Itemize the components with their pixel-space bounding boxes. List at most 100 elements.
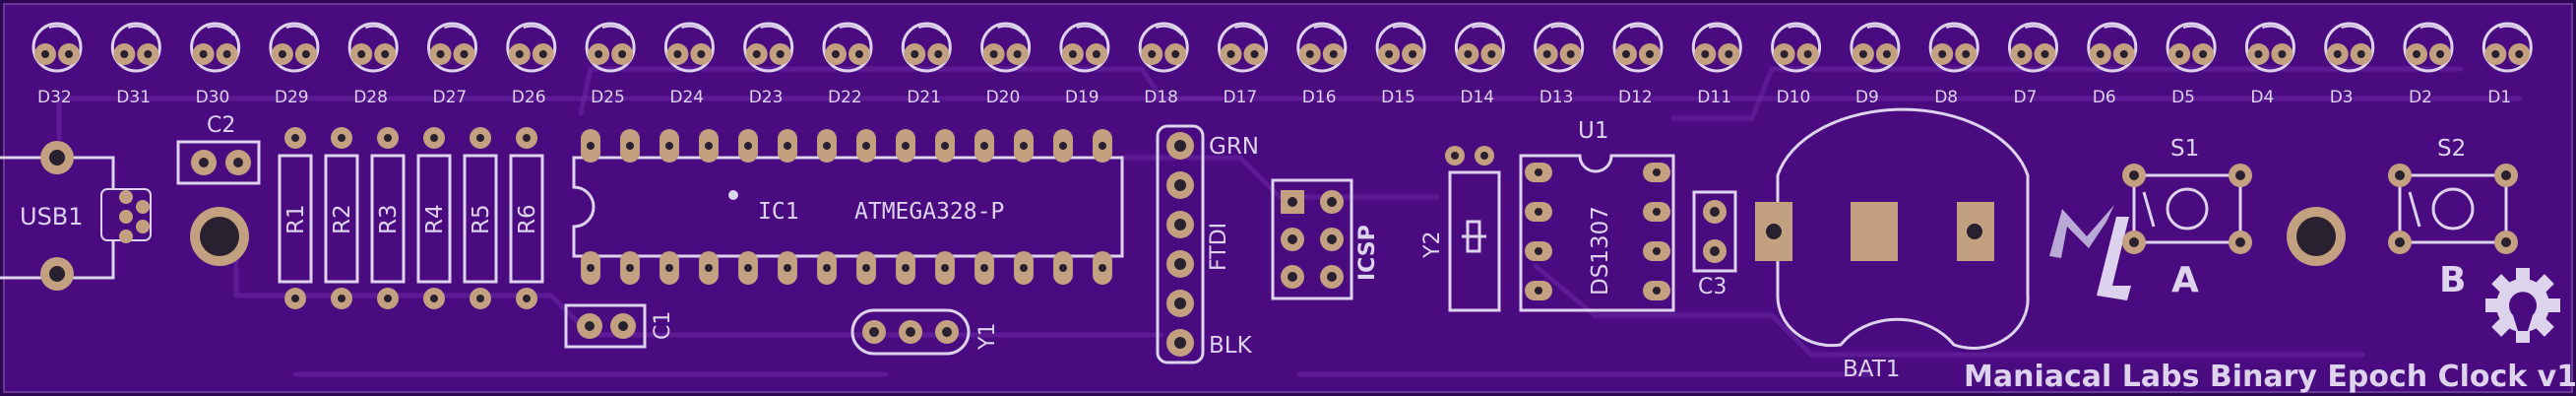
led-d23: D23 xyxy=(743,22,794,107)
led-label: D28 xyxy=(353,88,388,107)
ic1-atmega: IC1 ATMEGA328-P xyxy=(572,129,1124,285)
led-label: D30 xyxy=(196,88,230,107)
button-b-label: B xyxy=(2439,260,2466,300)
led-d18: D18 xyxy=(1138,22,1189,107)
capacitor-c3: C3 xyxy=(1692,190,1737,299)
led-d6: D6 xyxy=(2087,22,2138,107)
led-label: D27 xyxy=(433,88,468,107)
led-label: D13 xyxy=(1539,88,1574,107)
u1-label: U1 xyxy=(1578,118,1608,144)
led-label: D32 xyxy=(37,88,72,107)
resistor-r1: R1 xyxy=(278,127,313,309)
led-d32: D32 xyxy=(31,22,83,107)
led-label: D2 xyxy=(2409,88,2432,107)
resistor-r3: R3 xyxy=(370,127,406,309)
battery-holder: BAT1 xyxy=(1755,107,2030,382)
led-d17: D17 xyxy=(1218,22,1268,107)
crystal-y1: Y1 xyxy=(850,308,1000,356)
led-label: D17 xyxy=(1224,88,1258,107)
trace-layer xyxy=(56,66,2523,377)
ic1-part: ATMEGA328-P xyxy=(854,199,1004,225)
resistor-r6: R6 xyxy=(509,127,544,309)
led-label: D1 xyxy=(2487,88,2511,107)
resistor-label: R6 xyxy=(515,204,540,234)
resistor-r4: R4 xyxy=(416,127,452,309)
led-d2: D2 xyxy=(2403,22,2454,107)
led-d12: D12 xyxy=(1612,22,1664,107)
led-label: D18 xyxy=(1144,88,1178,107)
led-label: D7 xyxy=(2014,88,2038,107)
ic1-label: IC1 xyxy=(758,199,799,225)
led-d10: D10 xyxy=(1771,22,1822,107)
led-label: D21 xyxy=(907,88,941,107)
resistor-label: R1 xyxy=(283,204,309,234)
led-label: D6 xyxy=(2093,88,2116,107)
crystal-y2: Y2 xyxy=(1420,146,1501,312)
led-d8: D8 xyxy=(1928,22,1979,107)
s1-label: S1 xyxy=(2170,136,2199,162)
led-d28: D28 xyxy=(347,22,399,107)
open-hardware-gear-icon xyxy=(2485,268,2560,343)
resistor-label: R3 xyxy=(376,204,402,234)
led-d4: D4 xyxy=(2244,22,2295,107)
icsp-header: ICSP xyxy=(1271,178,1380,300)
led-label: D25 xyxy=(591,88,625,107)
led-d1: D1 xyxy=(2482,22,2533,107)
board-title: Maniacal Labs Binary Epoch Clock v1.0 xyxy=(1964,360,2576,394)
icsp-label: ICSP xyxy=(1355,225,1380,281)
led-d13: D13 xyxy=(1534,22,1585,107)
bat-label: BAT1 xyxy=(1843,357,1900,382)
rtc-u1: U1 DS1307 xyxy=(1519,118,1675,312)
led-d16: D16 xyxy=(1296,22,1348,107)
led-d9: D9 xyxy=(1850,22,1901,107)
led-d3: D3 xyxy=(2324,22,2375,107)
led-label: D8 xyxy=(1934,88,1958,107)
led-label: D19 xyxy=(1065,88,1100,107)
led-label: D12 xyxy=(1618,88,1653,107)
led-d20: D20 xyxy=(980,22,1032,107)
c3-label: C3 xyxy=(1698,275,1727,299)
capacitor-c2: C2 xyxy=(176,113,261,185)
maniacal-labs-logo xyxy=(2049,205,2131,300)
resistor-label: R4 xyxy=(422,204,448,234)
led-label: D15 xyxy=(1381,88,1415,107)
led-label: D5 xyxy=(2171,88,2195,107)
resistor-label: R5 xyxy=(469,204,494,234)
switch-s1: S1 A xyxy=(2122,136,2252,300)
resistor-r5: R5 xyxy=(463,127,498,309)
led-d14: D14 xyxy=(1454,22,1505,107)
led-d19: D19 xyxy=(1059,22,1110,107)
resistor-label: R2 xyxy=(330,204,355,234)
led-label: D9 xyxy=(1855,88,1879,107)
led-label: D3 xyxy=(2330,88,2354,107)
led-label: D23 xyxy=(749,88,784,107)
led-d27: D27 xyxy=(427,22,477,107)
led-d11: D11 xyxy=(1691,22,1742,107)
c1-label: C1 xyxy=(651,311,675,340)
led-d30: D30 xyxy=(190,22,241,107)
usb-connector: USB1 xyxy=(0,141,152,291)
led-d5: D5 xyxy=(2166,22,2217,107)
u1-part: DS1307 xyxy=(1588,206,1613,296)
y2-label: Y2 xyxy=(1420,231,1445,259)
grn-label: GRN xyxy=(1209,134,1259,160)
led-d26: D26 xyxy=(506,22,557,107)
led-label: D29 xyxy=(275,88,309,107)
led-d7: D7 xyxy=(2008,22,2058,107)
y1-label: Y1 xyxy=(975,323,1000,351)
button-a-label: A xyxy=(2171,260,2199,300)
led-d25: D25 xyxy=(585,22,636,107)
resistor-bank: R1 R2 R3 R4 R5 R6 xyxy=(278,127,544,309)
usb-label: USB1 xyxy=(20,203,84,231)
led-label: D4 xyxy=(2250,88,2274,107)
led-label: D26 xyxy=(512,88,546,107)
capacitor-c1: C1 xyxy=(564,303,675,349)
led-label: D20 xyxy=(986,88,1021,107)
switch-s2: S2 B xyxy=(2388,136,2518,300)
led-label: D10 xyxy=(1777,88,1811,107)
led-d31: D31 xyxy=(110,22,161,107)
led-label: D22 xyxy=(828,88,862,107)
led-d21: D21 xyxy=(901,22,952,107)
